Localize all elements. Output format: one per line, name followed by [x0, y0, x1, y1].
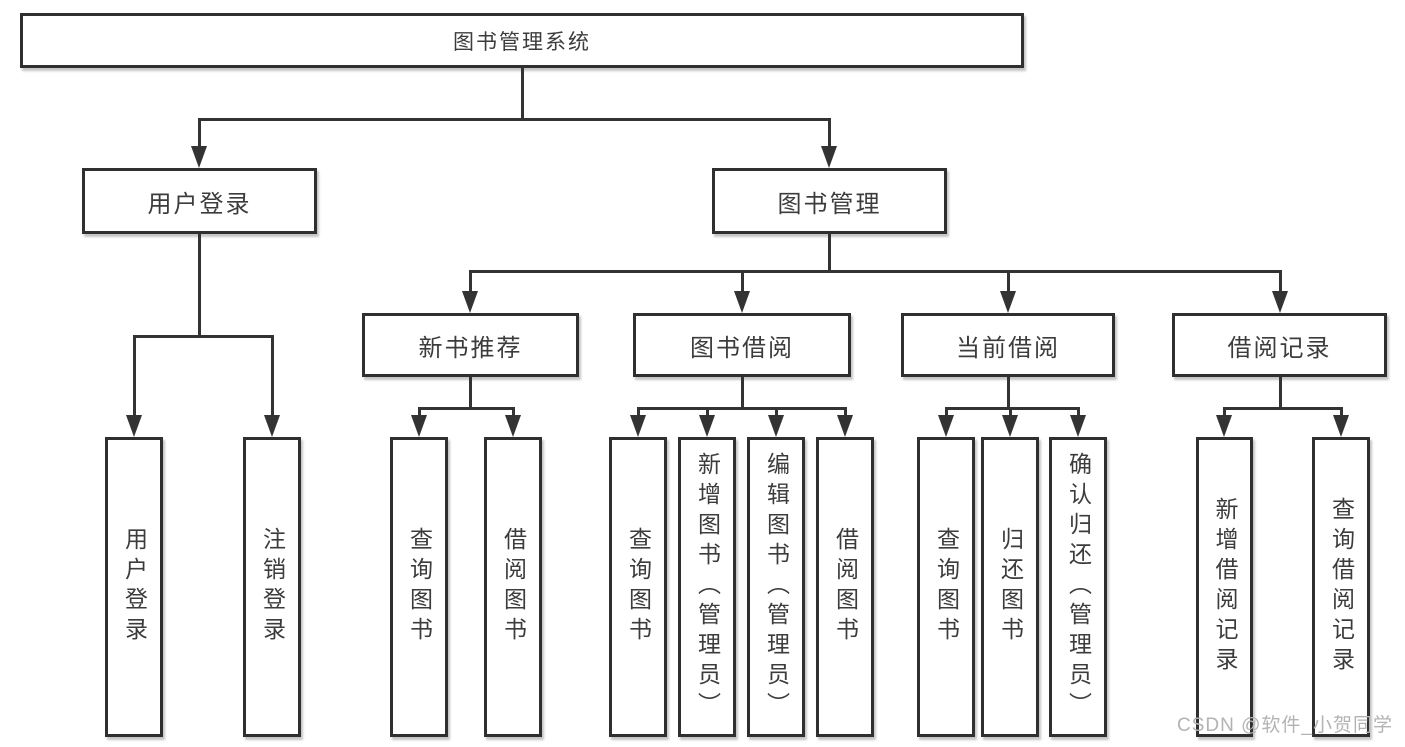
- arrow-down-icon: [768, 415, 784, 437]
- connector-line: [827, 118, 831, 151]
- node-library-management-system: 图书管理系统: [20, 13, 1024, 68]
- node-book-borrowing: 图书借阅: [633, 313, 851, 377]
- leaf-query-books-recommend: 查询图书: [390, 437, 448, 737]
- node-label: 新增借阅记录: [1212, 497, 1238, 677]
- node-label: 归还图书: [997, 527, 1024, 647]
- connector-line: [774, 407, 778, 419]
- connector-line: [1006, 377, 1010, 410]
- arrow-down-icon: [699, 415, 715, 437]
- arrow-down-icon: [630, 415, 646, 437]
- node-label: 查询图书: [625, 527, 652, 647]
- arrow-down-icon: [505, 415, 521, 437]
- arrow-down-icon: [1002, 415, 1018, 437]
- connector-line: [468, 270, 472, 296]
- connector-line: [468, 270, 1282, 273]
- node-label: 查询借阅记录: [1328, 497, 1355, 677]
- connector-line: [520, 68, 524, 121]
- leaf-borrow-books-recommend: 借阅图书: [484, 437, 542, 737]
- node-label: 图书管理: [777, 190, 882, 218]
- node-book-management: 图书管理: [712, 168, 947, 234]
- connector-line: [944, 407, 1080, 410]
- node-label: 用户登录: [121, 527, 148, 647]
- arrow-down-icon: [821, 146, 837, 168]
- node-new-book-recommendation: 新书推荐: [362, 313, 579, 377]
- connector-line: [1222, 407, 1343, 410]
- connector-line: [1278, 377, 1282, 410]
- leaf-query-books-current: 查询图书: [917, 437, 975, 737]
- connector-line: [944, 407, 948, 419]
- arrow-down-icon: [1070, 415, 1086, 437]
- arrow-down-icon: [411, 415, 427, 437]
- leaf-query-borrow-record: 查询借阅记录: [1312, 437, 1370, 737]
- connector-line: [417, 407, 421, 419]
- node-label: 用户登录: [147, 190, 252, 218]
- node-label: 图书借阅: [690, 334, 794, 362]
- arrow-down-icon: [462, 291, 478, 313]
- arrow-down-icon: [264, 415, 280, 437]
- arrow-down-icon: [126, 415, 142, 437]
- connector-line: [1339, 407, 1343, 419]
- connector-line: [511, 407, 515, 419]
- connector-line: [740, 270, 744, 296]
- connector-line: [636, 407, 847, 410]
- arrow-down-icon: [1000, 291, 1016, 313]
- connector-line: [1006, 270, 1010, 296]
- arrow-down-icon: [938, 415, 954, 437]
- connector-line: [132, 335, 274, 338]
- arrow-down-icon: [734, 291, 750, 313]
- connector-line: [1008, 407, 1012, 419]
- leaf-confirm-return-admin: 确认归还（管理员）: [1049, 437, 1107, 737]
- leaf-add-borrow-record: 新增借阅记录: [1196, 437, 1253, 737]
- leaf-logout: 注销登录: [243, 437, 301, 737]
- node-user-login: 用户登录: [82, 168, 317, 234]
- node-label: 注销登录: [259, 527, 286, 647]
- connector-line: [827, 234, 831, 273]
- connector-line: [468, 377, 472, 410]
- csdn-watermark: CSDN @软件_小贺同学: [1177, 715, 1393, 736]
- node-label: 新书推荐: [418, 334, 523, 362]
- leaf-add-books-admin: 新增图书（管理员）: [678, 437, 736, 737]
- connector-line: [270, 335, 274, 419]
- node-current-borrowing: 当前借阅: [901, 313, 1115, 377]
- node-borrowing-records: 借阅记录: [1172, 313, 1387, 377]
- connector-line: [1076, 407, 1080, 419]
- connector-line: [197, 118, 201, 151]
- leaf-query-books-borrow: 查询图书: [609, 437, 667, 737]
- connector-line: [1222, 407, 1226, 419]
- arrow-down-icon: [1272, 291, 1288, 313]
- node-label: 借阅图书: [832, 527, 859, 647]
- connector-line: [197, 118, 831, 121]
- connector-line: [843, 407, 847, 419]
- node-label: 借阅图书: [500, 527, 527, 647]
- arrow-down-icon: [1216, 415, 1232, 437]
- node-label: 新增图书（管理员）: [694, 452, 721, 722]
- arrow-down-icon: [1333, 415, 1349, 437]
- node-label: 确认归还（管理员）: [1065, 452, 1092, 722]
- node-label: 编辑图书（管理员）: [763, 452, 790, 722]
- arrow-down-icon: [191, 146, 207, 168]
- connector-line: [740, 377, 744, 410]
- connector-line: [705, 407, 709, 419]
- node-label: 当前借阅: [956, 334, 1060, 362]
- connector-line: [636, 407, 640, 419]
- node-label: 查询图书: [933, 527, 960, 647]
- leaf-borrow-books-borrow: 借阅图书: [816, 437, 874, 737]
- leaf-user-login: 用户登录: [105, 437, 163, 737]
- connector-line: [197, 234, 201, 338]
- node-label: 查询图书: [406, 527, 433, 647]
- connector-line: [417, 407, 515, 410]
- leaf-return-books: 归还图书: [981, 437, 1039, 737]
- connector-line: [1278, 270, 1282, 296]
- leaf-edit-books-admin: 编辑图书（管理员）: [747, 437, 805, 737]
- node-label: 借阅记录: [1227, 334, 1332, 362]
- node-label: 图书管理系统: [453, 30, 591, 54]
- connector-line: [132, 335, 136, 419]
- arrow-down-icon: [837, 415, 853, 437]
